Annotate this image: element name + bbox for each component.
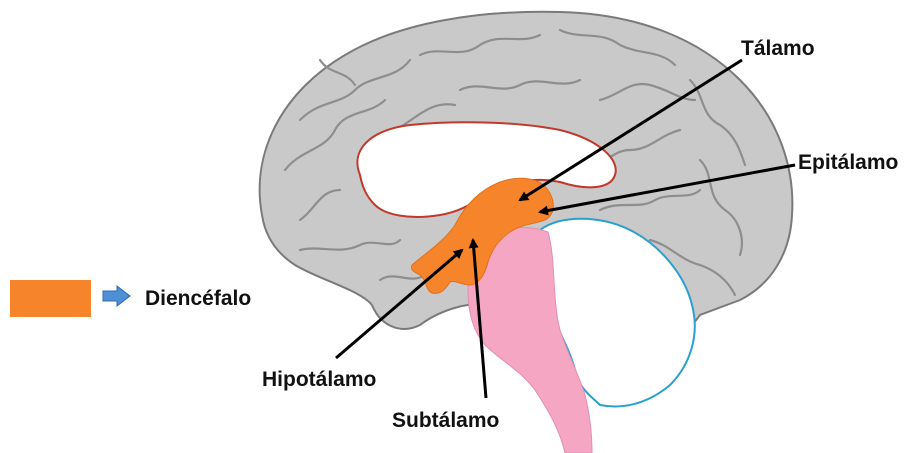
legend-label-diencefalo: Diencéfalo <box>145 288 251 309</box>
label-hipotalamo: Hipotálamo <box>262 369 376 390</box>
right-arrow-icon <box>102 285 132 307</box>
label-epitalamo: Epitálamo <box>798 152 898 173</box>
label-subtalamo: Subtálamo <box>392 410 499 431</box>
orange-swatch-icon <box>10 280 91 317</box>
label-talamo: Tálamo <box>741 38 815 59</box>
